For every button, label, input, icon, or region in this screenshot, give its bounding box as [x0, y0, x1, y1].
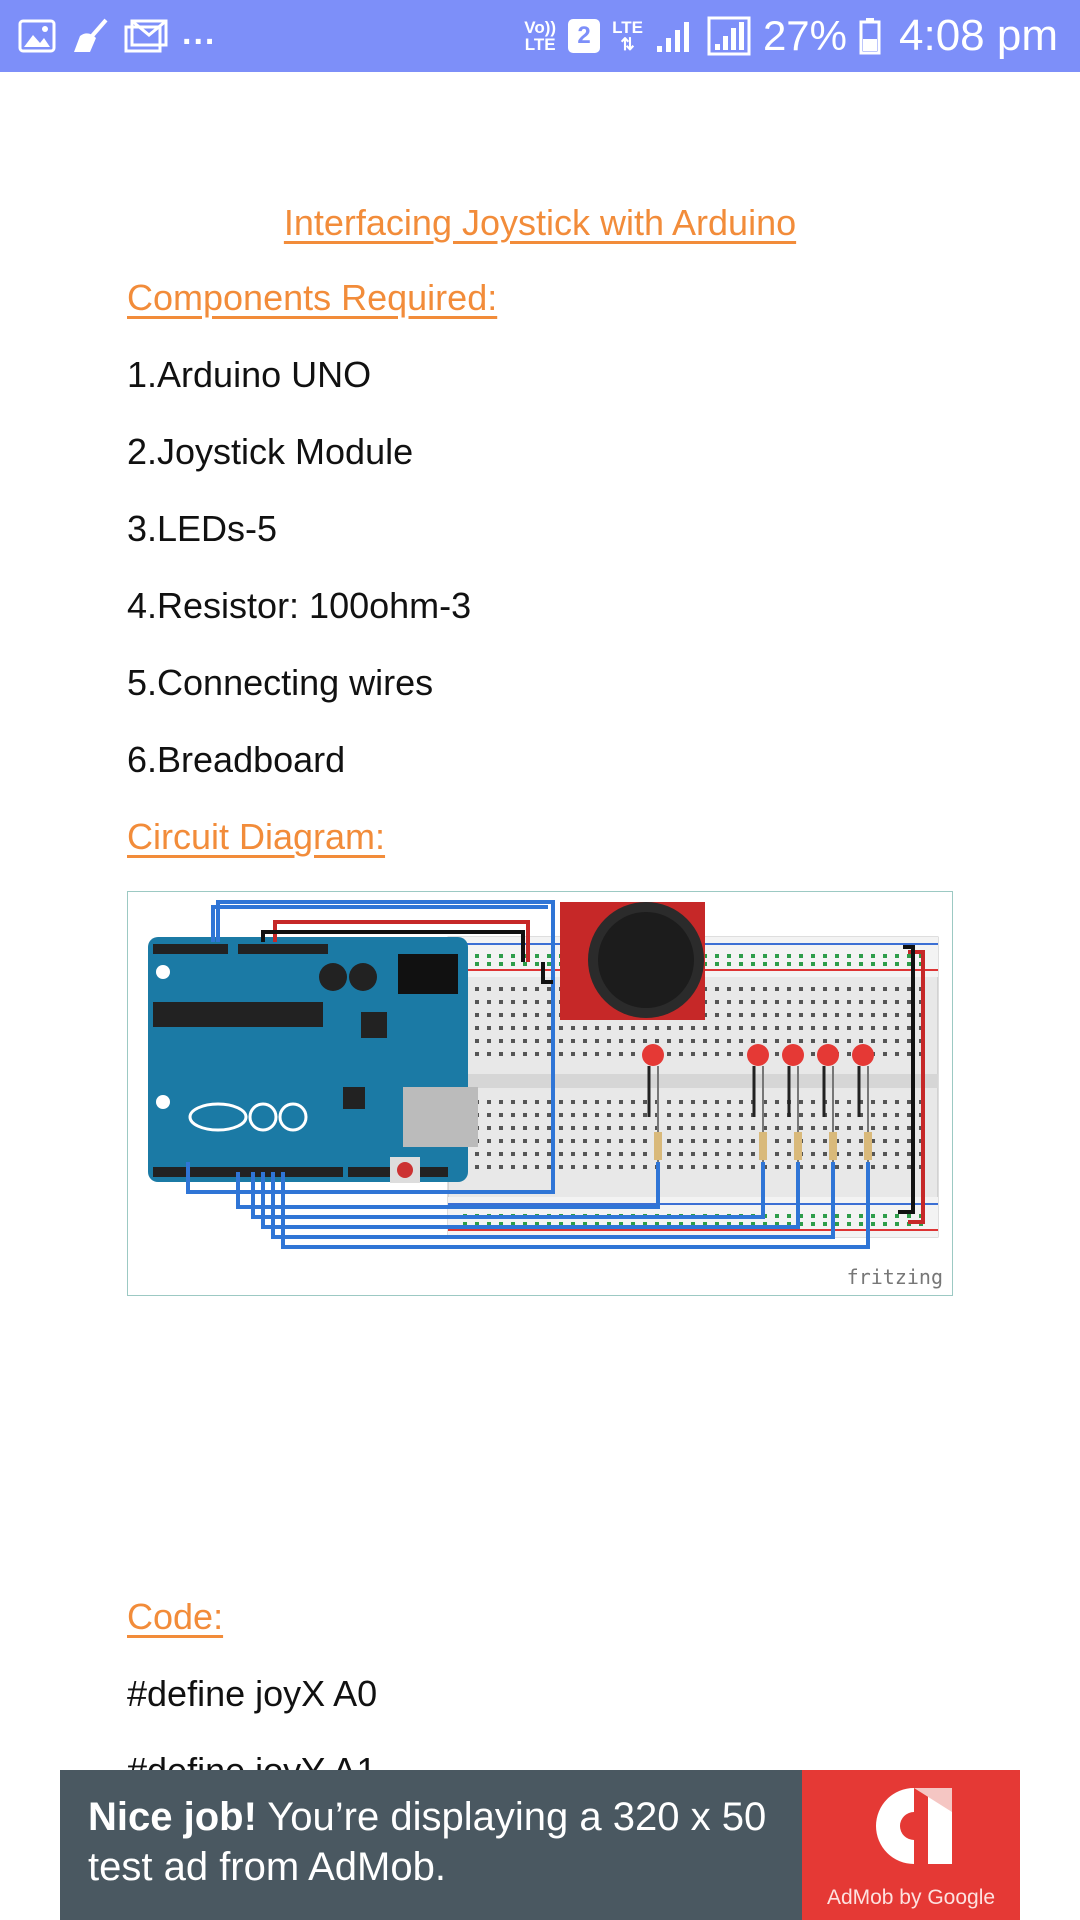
system-icons: Vo)) LTE 2 LTE ⇅ 27% 4:08 pm	[524, 0, 1058, 72]
cleaner-broom-icon	[70, 18, 110, 54]
page-title: Interfacing Joystick with Arduino	[283, 202, 797, 243]
joystick-module	[560, 902, 705, 1020]
arduino-uno-board	[148, 937, 478, 1183]
fritzing-watermark: fritzing	[847, 1265, 943, 1289]
admob-brand-caption: AdMob by Google	[826, 1886, 996, 1909]
sim-slot-badge: 2	[568, 19, 601, 53]
code-heading: Code:	[127, 1596, 224, 1637]
led	[852, 1044, 874, 1162]
signal-icon	[655, 18, 695, 54]
resistor	[794, 1132, 802, 1160]
status-bar: ... Vo)) LTE 2 LTE ⇅ 27% 4:08 pm	[0, 0, 1080, 72]
admob-icon	[876, 1788, 952, 1864]
component-item: 2.Joystick Module	[127, 431, 414, 472]
leds-and-resistors	[642, 1044, 874, 1162]
led	[747, 1044, 769, 1162]
resistor	[654, 1132, 662, 1160]
ad-body: You’re displaying a 320 x 50 test ad fro…	[88, 1795, 767, 1889]
code-line: #define joyX A0	[127, 1673, 378, 1714]
battery-icon	[859, 17, 881, 55]
components-heading: Components Required:	[127, 277, 498, 318]
signal-icon-sim2	[707, 16, 751, 56]
clock: 4:08 pm	[899, 11, 1058, 60]
component-item: 3.LEDs-5	[127, 508, 278, 549]
notification-icons: ...	[18, 0, 216, 72]
mail-icon	[124, 19, 168, 53]
volte-indicator: Vo)) LTE	[524, 18, 557, 54]
admob-test-ad-banner[interactable]: Nice job! You’re displaying a 320 x 50 t…	[60, 1770, 1020, 1920]
admob-logo[interactable]: AdMob by Google	[802, 1770, 1020, 1920]
resistor	[864, 1132, 872, 1160]
component-item: 6.Breadboard	[127, 739, 346, 780]
battery-percent: 27%	[762, 12, 848, 59]
resistor	[829, 1132, 837, 1160]
jumper-wires	[186, 900, 925, 1249]
gallery-icon	[18, 19, 56, 53]
component-item: 5.Connecting wires	[127, 662, 434, 703]
ad-headline: Nice job!	[88, 1795, 257, 1839]
component-item: 4.Resistor: 100ohm-3	[127, 585, 472, 626]
resistor	[759, 1132, 767, 1160]
component-item: 1.Arduino UNO	[127, 354, 372, 395]
ad-text[interactable]: Nice job! You’re displaying a 320 x 50 t…	[60, 1770, 802, 1920]
circuit-heading: Circuit Diagram:	[127, 816, 386, 857]
more-notifications: ...	[182, 13, 217, 52]
network-type-indicator: LTE ⇅	[612, 18, 643, 54]
circuit-diagram-image: fritzing	[127, 891, 953, 1296]
